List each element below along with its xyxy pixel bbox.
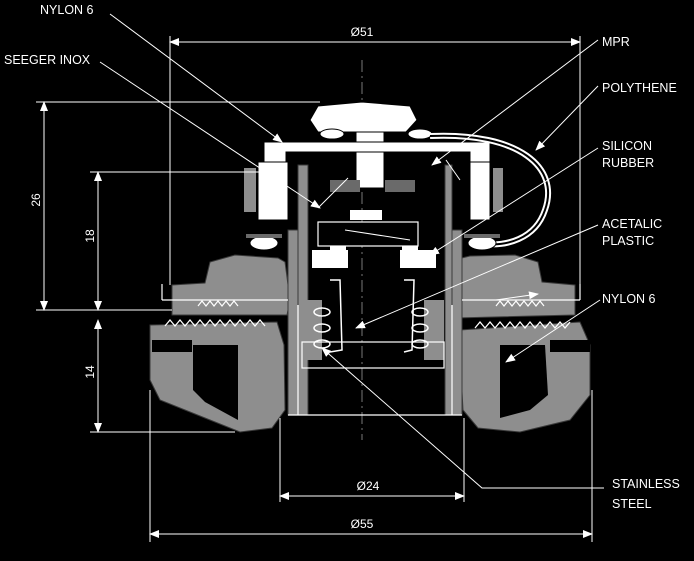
label-plastic: PLASTIC <box>602 234 654 248</box>
dim-d24: Ø24 <box>357 479 380 493</box>
mpr-seal-left <box>319 128 345 140</box>
dim-d51: Ø51 <box>351 25 374 39</box>
label-seeger-inox: SEEGER INOX <box>4 53 91 67</box>
stem-guide <box>301 341 445 369</box>
label-silicon: SILICON <box>602 139 652 153</box>
dim-h18: 18 <box>83 229 97 243</box>
leader-lines <box>99 13 604 489</box>
dimension-lines <box>36 36 593 542</box>
label-polythene: POLYTHENE <box>602 81 677 95</box>
spring-left <box>302 279 343 360</box>
piston <box>312 180 436 268</box>
silicon-ring-right <box>467 235 497 251</box>
label-nylon6-right: NYLON 6 <box>602 292 656 306</box>
dim-h26: 26 <box>29 193 43 207</box>
thread-left-upper <box>197 300 239 307</box>
label-rubber: RUBBER <box>602 156 654 170</box>
label-steel: STEEL <box>612 497 652 511</box>
thread-right-lower <box>474 320 571 330</box>
body-outline <box>161 284 581 416</box>
dim-d55: Ø55 <box>351 517 374 531</box>
mpr-seal-right <box>407 128 433 140</box>
cap-inserts <box>244 168 503 212</box>
nut-cavities <box>152 340 590 420</box>
label-mpr: MPR <box>602 35 630 49</box>
spring-right <box>403 279 444 360</box>
label-stainless: STAINLESS <box>612 477 680 491</box>
thread-right-upper <box>495 300 545 307</box>
cap <box>257 101 491 221</box>
thread-left-lower <box>164 318 266 328</box>
silicon-ring-left <box>249 235 279 251</box>
label-nylon6-top: NYLON 6 <box>40 3 94 17</box>
dim-h14: 14 <box>83 365 97 379</box>
label-acetalic: ACETALIC <box>602 217 662 231</box>
labels: NYLON 6 SEEGER INOX MPR POLYTHENE SILICO… <box>4 3 680 531</box>
